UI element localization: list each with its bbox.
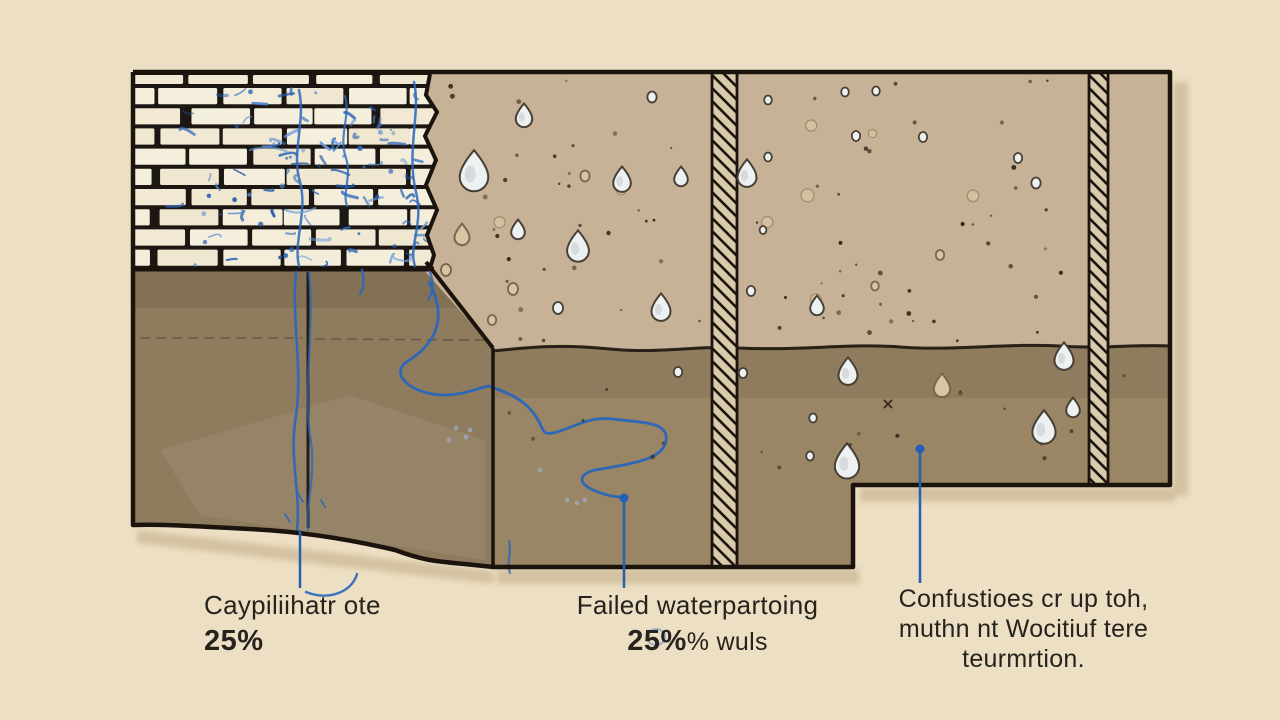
condensation-line-1: Confustioes cr up toh, <box>898 585 1149 613</box>
water-seepage-path <box>284 491 326 523</box>
droplet-icon <box>1012 152 1024 164</box>
condensation-line-3: teurmrtion. <box>962 645 1085 673</box>
droplet-icon <box>758 225 768 235</box>
droplet-icon <box>646 90 658 104</box>
water-seepage-path <box>248 146 317 214</box>
soil-left <box>133 270 493 567</box>
droplet-icon <box>507 282 519 296</box>
aggregate-ring <box>966 189 980 203</box>
droplet-icon <box>932 371 952 399</box>
water-seepage-path <box>342 94 350 208</box>
droplet-icon <box>440 263 452 277</box>
brick-wall <box>133 75 437 266</box>
aggregate-ring <box>867 128 878 139</box>
droplet-icon <box>837 355 859 386</box>
waterproofing-value-suffix: % wuls <box>686 628 768 656</box>
waterproofing-title: Failed waterpartoing <box>576 590 819 620</box>
droplet-icon <box>745 285 757 297</box>
droplet-icon <box>809 294 825 317</box>
droplet-icon <box>566 228 590 263</box>
hatch-band-membrane <box>710 74 739 567</box>
capillary-title: Caypiliihatr ote <box>204 590 381 620</box>
droplet-icon <box>737 367 749 379</box>
droplet-icon <box>871 85 881 97</box>
leader-dot <box>915 444 925 454</box>
blue-ring-artifact <box>646 628 666 646</box>
droplet-icon <box>1030 176 1042 190</box>
droplet-icon <box>934 249 946 261</box>
droplet-icon <box>612 164 632 193</box>
water-seepage-path <box>358 268 434 302</box>
droplet-icon <box>458 148 490 193</box>
droplet-icon <box>763 94 773 106</box>
droplet-icon <box>1053 340 1075 371</box>
droplet-icon <box>840 86 850 98</box>
water-seepage-path <box>487 384 668 499</box>
droplet-icon <box>917 131 929 143</box>
droplet-icon <box>1065 396 1081 419</box>
droplet-icon <box>673 165 689 188</box>
leader-dot <box>619 493 629 503</box>
droplet-icon <box>672 366 684 378</box>
label-condensation: Confustioes cr up toh, muthn nt Wocitiuf… <box>876 584 1171 674</box>
droplet-icon <box>870 280 880 292</box>
hatch-band-membrane <box>1087 74 1110 485</box>
droplet-icon <box>650 291 672 322</box>
aggregate-ring <box>805 119 818 132</box>
droplet-icon <box>579 169 591 183</box>
condensation-line-2: muthn nt Wocitiuf tere <box>898 615 1149 643</box>
water-seepage-path <box>292 270 300 532</box>
droplet-icon <box>1031 408 1057 445</box>
seepage-paths <box>248 80 668 597</box>
droplet-icon <box>486 314 498 326</box>
diagram-outline <box>130 69 1173 570</box>
droplet-icon <box>833 441 861 480</box>
water-seepage-path <box>306 270 314 532</box>
droplet-icon <box>736 157 758 188</box>
waterproofing-value: 25% <box>627 625 687 657</box>
label-capillary-rise: Caypiliihatr ote 25% <box>204 590 381 658</box>
leader-lines <box>298 444 925 588</box>
droplet-icon <box>805 450 815 462</box>
aggregate-ring <box>493 216 506 229</box>
water-seepage-path <box>295 88 304 268</box>
droplet-icon <box>850 130 862 142</box>
waterproofing-value-line: 25%% wuls <box>545 625 850 658</box>
droplet-icon <box>808 412 818 424</box>
water-seepage-path <box>399 280 491 397</box>
water-seepage-path <box>507 539 512 575</box>
aggregate-ring <box>761 215 774 229</box>
water-droplets <box>440 85 1081 480</box>
soil-right <box>493 345 1170 567</box>
droplet-icon <box>552 301 564 315</box>
droplet-icon <box>453 222 471 247</box>
water-seepage-path <box>411 80 420 268</box>
droplet-icon <box>514 101 534 129</box>
aggregate-ring <box>800 188 815 203</box>
drop-shadow <box>137 82 1188 584</box>
brick-edge <box>422 73 440 269</box>
wall-specks <box>448 79 1126 470</box>
water-seepage-path <box>304 572 359 597</box>
droplet-icon <box>510 218 526 241</box>
droplet-icon <box>763 151 773 163</box>
label-failed-waterproofing: Failed waterpartoing 25%% wuls <box>545 590 850 658</box>
capillary-value: 25% <box>204 625 264 657</box>
